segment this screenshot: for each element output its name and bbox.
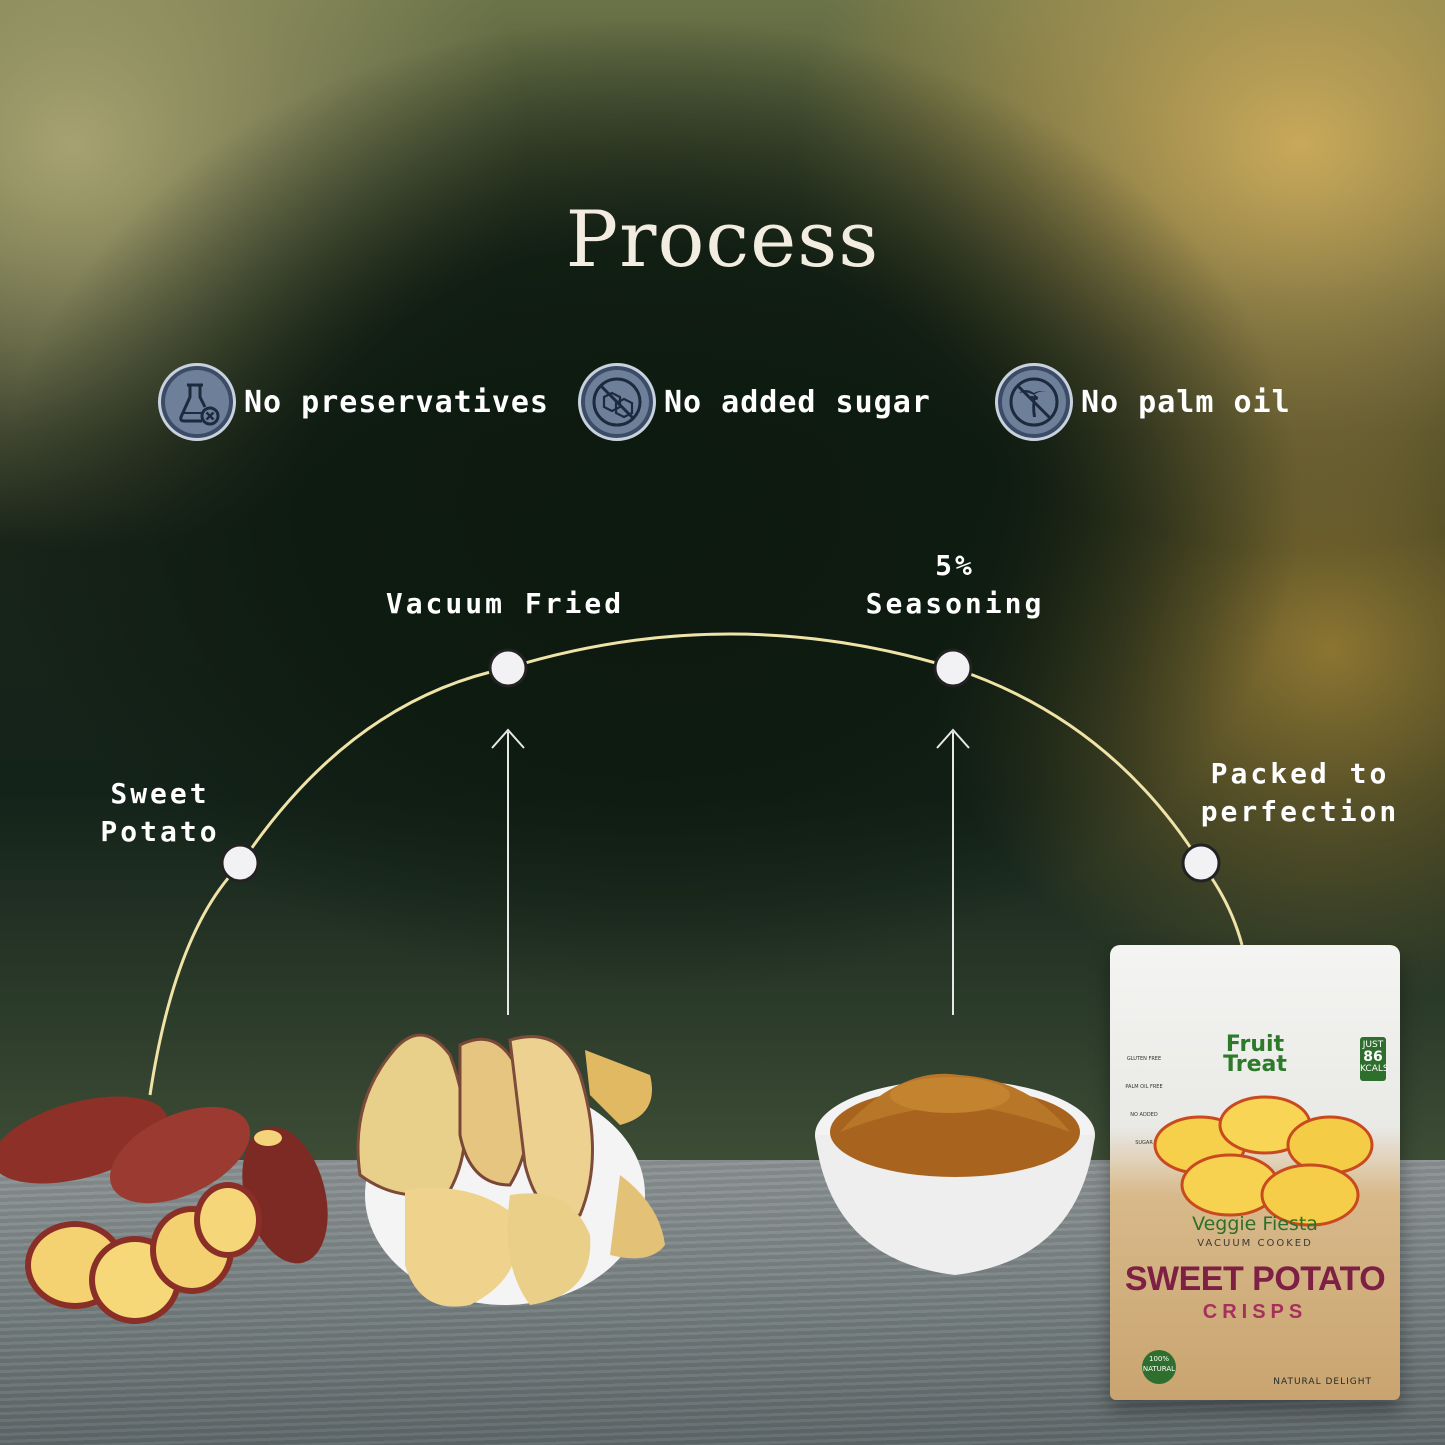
pouch-cooking: VACUUM COOKED	[1197, 1238, 1313, 1249]
flask-x-icon	[158, 363, 236, 441]
brand-line: Fruit	[1225, 1032, 1285, 1057]
sugar-cubes-crossed-icon	[578, 363, 656, 441]
step-label-packed: Packed to perfection	[1185, 755, 1415, 831]
claim-no-preservatives: No preservatives	[158, 360, 549, 444]
step-label-vacuum-fried: Vacuum Fried	[360, 585, 650, 623]
step-line: Vacuum Fried	[385, 587, 625, 620]
side-badge: PALM OIL FREE	[1125, 1084, 1163, 1090]
pouch-line-name: Veggie Fiesta	[1192, 1213, 1318, 1235]
side-badge: GLUTEN FREE	[1126, 1056, 1162, 1062]
kcal-value: 86	[1363, 1049, 1383, 1065]
step-line: 5%	[935, 549, 975, 582]
arc-line	[148, 632, 1244, 1096]
claim-no-palm-oil: No palm oil	[995, 360, 1291, 444]
node-vacuum-fried	[488, 648, 528, 688]
node-packed	[1181, 843, 1221, 883]
step-label-seasoning: 5% Seasoning	[845, 547, 1065, 623]
product-pouch: Fruit Treat JUST 86 KCALS GLUTEN FREE PA…	[1110, 945, 1400, 1400]
node-seasoning	[933, 648, 973, 688]
palm-tree-crossed-icon	[995, 363, 1073, 441]
pouch-kcal-badge: JUST 86 KCALS	[1360, 1037, 1389, 1081]
pouch-natural-badge: 100% NATURAL	[1142, 1350, 1176, 1384]
arrow-head-seasoning	[936, 728, 970, 749]
pouch-product-name: SWEET POTATO	[1124, 1260, 1386, 1298]
kcal-unit: KCALS	[1360, 1064, 1389, 1074]
claim-no-added-sugar: No added sugar	[578, 360, 931, 444]
page-title: Process	[565, 195, 880, 285]
pouch-tagline: NATURAL DELIGHT	[1273, 1377, 1372, 1387]
pouch-side-badges: GLUTEN FREE PALM OIL FREE NO ADDED SUGAR	[1124, 1045, 1164, 1157]
pouch-chips-illustration	[1153, 1095, 1374, 1227]
sweet-potatoes-image	[0, 1096, 328, 1324]
fried-chips-bowl-image	[356, 1033, 665, 1307]
side-badge: NO ADDED SUGAR	[1130, 1112, 1158, 1146]
step-label-sweet-potato: Sweet Potato	[80, 775, 240, 851]
arrow-head-vacuum	[491, 728, 525, 749]
pouch-brand: Fruit Treat	[1110, 1032, 1400, 1077]
pouch-variant: CRISPS	[1202, 1301, 1308, 1323]
seasoning-bowl-image	[815, 1073, 1095, 1275]
node-sweet-potato	[220, 843, 260, 883]
step-line: Potato	[100, 815, 220, 848]
step-line: perfection	[1200, 795, 1400, 828]
claim-label: No preservatives	[244, 384, 549, 420]
step-line: Packed to	[1210, 757, 1390, 790]
kcal-top: JUST	[1362, 1040, 1384, 1050]
step-line: Seasoning	[865, 587, 1045, 620]
step-line: Sweet	[110, 777, 210, 810]
brand-line: Treat	[1223, 1052, 1287, 1077]
claim-label: No palm oil	[1081, 384, 1291, 420]
claim-label: No added sugar	[664, 384, 931, 420]
